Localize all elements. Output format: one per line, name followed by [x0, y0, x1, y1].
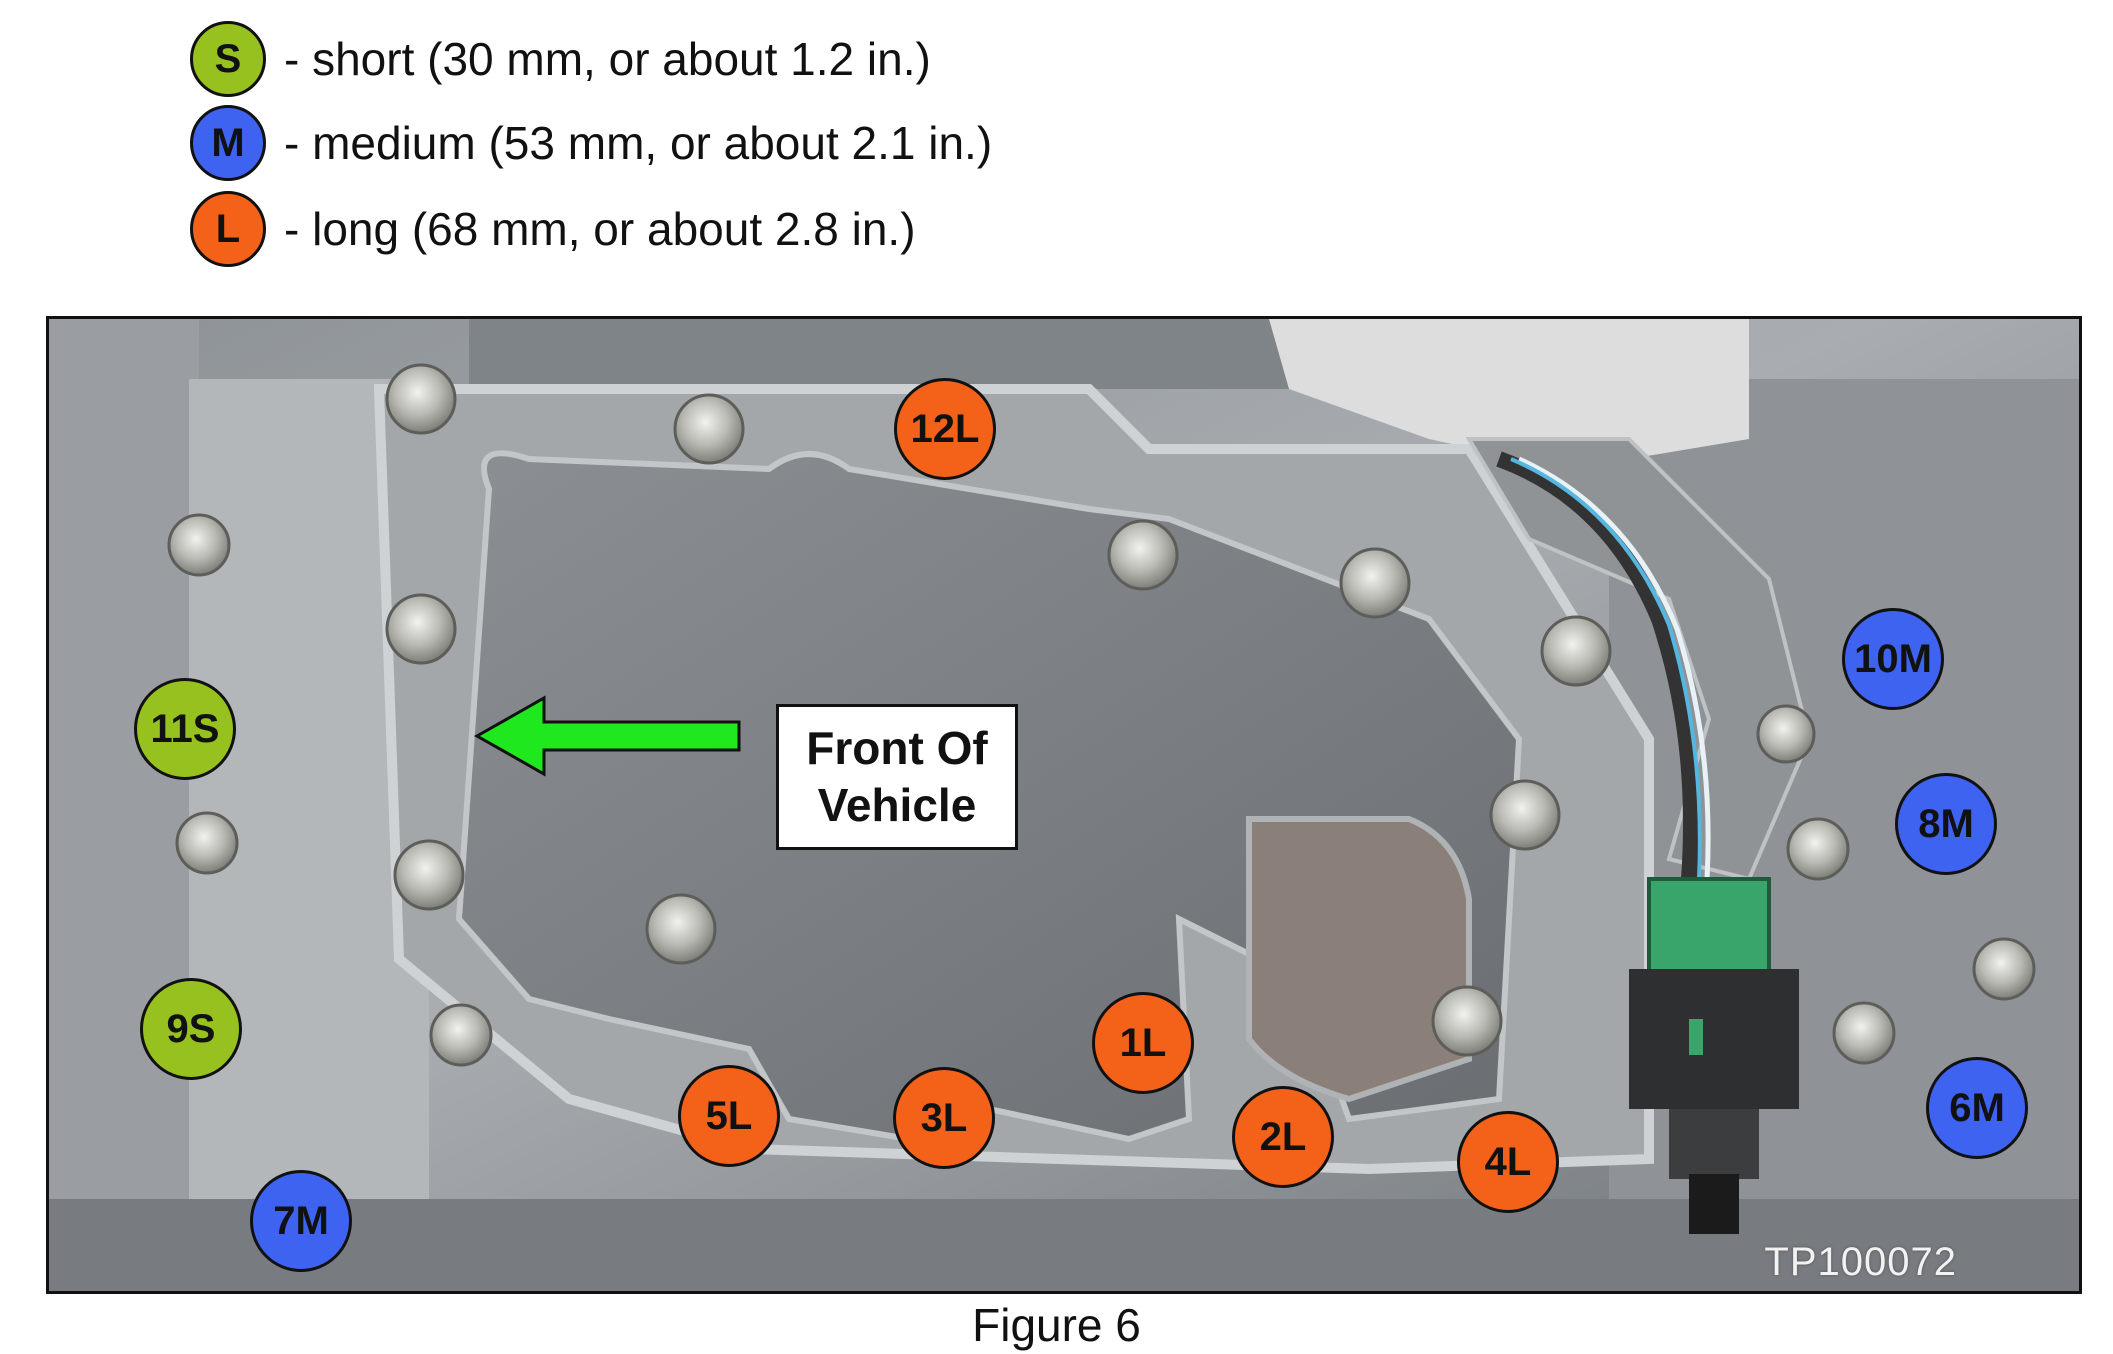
marker-1l: 1L: [1092, 992, 1194, 1094]
front-arrow: [473, 695, 741, 777]
marker-4l: 4L: [1457, 1111, 1559, 1213]
image-code-label: TP100072: [1764, 1240, 1957, 1284]
legend-badge-long: L: [190, 191, 266, 267]
legend-badge-short: S: [190, 21, 266, 97]
valve-body-photo: Front Of Vehicle 12L 11S 10M 9S 8M 7M 6M…: [46, 316, 2082, 1294]
legend-row-long: L - long (68 mm, or about 2.8 in.): [190, 191, 916, 267]
front-of-vehicle-label: Front Of Vehicle: [776, 704, 1018, 850]
legend-badge-medium: M: [190, 105, 266, 181]
marker-8m: 8M: [1895, 773, 1997, 875]
legend-row-medium: M - medium (53 mm, or about 2.1 in.): [190, 105, 993, 181]
marker-5l: 5L: [678, 1065, 780, 1167]
legend-text-short: - short (30 mm, or about 1.2 in.): [284, 33, 931, 85]
valve-body-illustration: [49, 319, 2079, 1291]
legend-text-long: - long (68 mm, or about 2.8 in.): [284, 203, 916, 255]
bolt-heads: [167, 363, 2036, 1067]
marker-10m: 10M: [1842, 608, 1944, 710]
legend-row-short: S - short (30 mm, or about 1.2 in.): [190, 21, 931, 97]
marker-6m: 6M: [1926, 1057, 2028, 1159]
figure-caption: Figure 6: [972, 1299, 1141, 1351]
marker-3l: 3L: [893, 1067, 995, 1169]
marker-7m: 7M: [250, 1170, 352, 1272]
marker-11s: 11S: [134, 678, 236, 780]
marker-12l: 12L: [894, 378, 996, 480]
marker-2l: 2L: [1232, 1086, 1334, 1188]
marker-9s: 9S: [140, 978, 242, 1080]
legend-text-medium: - medium (53 mm, or about 2.1 in.): [284, 117, 993, 169]
